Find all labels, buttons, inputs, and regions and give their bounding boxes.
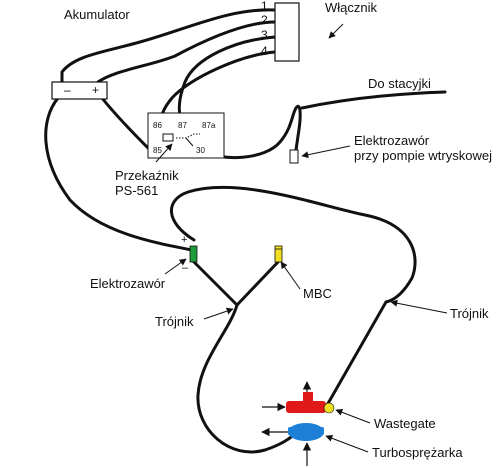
label-elektrozawor: Elektrozawór: [90, 276, 166, 291]
pneumatic-hoses: [169, 185, 417, 454]
battery-body: [51, 81, 108, 100]
battery-plus-label: +: [92, 83, 99, 97]
mbc-valve: [274, 245, 283, 263]
valve-minus-label: –: [182, 262, 189, 274]
label-przekaznik-1: Przekaźnik: [115, 168, 179, 183]
wastegate-body: [286, 401, 326, 413]
label-akumulator: Akumulator: [64, 7, 130, 22]
battery: – +: [51, 81, 108, 100]
hose-left-tee-to-turbo: [196, 303, 298, 454]
label-wastegate: Wastegate: [374, 416, 436, 431]
boost-solenoid-valve: + –: [181, 234, 198, 274]
switch-terminal-3: 3: [261, 28, 268, 42]
wire-ignition: [300, 90, 447, 110]
switch-pointer: [328, 23, 344, 39]
hose-valve-to-left-tee: [192, 260, 239, 307]
relay-switch-arm: [185, 137, 194, 147]
mbc-pointer: [280, 261, 301, 290]
green-solenoid: [189, 245, 198, 263]
turbo-housing: [288, 427, 324, 435]
switch-terminal-2: 2: [261, 13, 268, 27]
wire-relay30-to-pump-valve: [198, 104, 302, 160]
label-ez-pompa-1: Elektrozawór: [354, 133, 430, 148]
wastegate-pointer: [335, 408, 371, 424]
relay-pin-30: 30: [196, 146, 205, 155]
hose-mbc-to-left-tee: [235, 260, 280, 307]
relay: 86 87 87a 85 30: [147, 112, 225, 159]
relay-coil: [162, 133, 174, 142]
label-ez-pompa-2: przy pompie wtryskowej: [354, 148, 492, 163]
tee-right-pointer: [390, 299, 448, 314]
wire-switch2-battery-plus: [96, 20, 277, 84]
relay-body: [147, 112, 225, 159]
wire-switch3-relay87: [177, 35, 277, 126]
relay-pin-86: 86: [153, 121, 162, 130]
electrical-wires: [44, 8, 447, 252]
hose-right-tee-to-wastegate: [324, 300, 388, 409]
switch-body: [274, 2, 300, 62]
hose-valve-loop: [169, 185, 417, 304]
yellow-mbc: [274, 245, 283, 263]
relay-pointer: [155, 143, 173, 163]
switch: 1 2 3 4: [261, 0, 300, 62]
relay-pin-85: 85: [153, 146, 162, 155]
wire-battery-to-valve: [44, 96, 194, 252]
relay-pin-87: 87: [178, 121, 187, 130]
wire-battery-to-relay85: [100, 96, 152, 152]
relay-pin-87a: 87a: [202, 121, 216, 130]
labels: Akumulator Włącznik Do stacyjki Elektroz…: [64, 0, 492, 460]
wire-switch1-battery-minus: [60, 8, 277, 84]
wastegate-port: [323, 402, 335, 414]
label-wlacznik: Włącznik: [325, 0, 378, 15]
label-trojnik-left: Trójnik: [155, 314, 194, 329]
valve-plus-label: +: [181, 234, 187, 246]
valve-pointer: [164, 258, 187, 275]
battery-minus-label: –: [64, 83, 71, 97]
switch-terminal-1: 1: [261, 0, 268, 13]
label-trojnik-right: Trójnik: [450, 306, 489, 321]
turbo-assembly: [261, 381, 335, 466]
switch-terminal-4: 4: [261, 44, 268, 58]
label-przekaznik-2: PS-561: [115, 183, 158, 198]
turbo-pointer: [325, 434, 369, 453]
tee-left-pointer: [203, 307, 234, 320]
relay-contact: [176, 133, 200, 139]
label-mbc: MBC: [303, 286, 332, 301]
pump-valve-pointer: [301, 145, 351, 159]
wastegate-stem: [303, 392, 313, 402]
pointer-arrows: [155, 23, 448, 453]
label-do-stacyjki: Do stacyjki: [368, 76, 431, 91]
pump-solenoid-valve: [289, 149, 299, 164]
label-turbo: Turbosprężarka: [372, 445, 463, 460]
